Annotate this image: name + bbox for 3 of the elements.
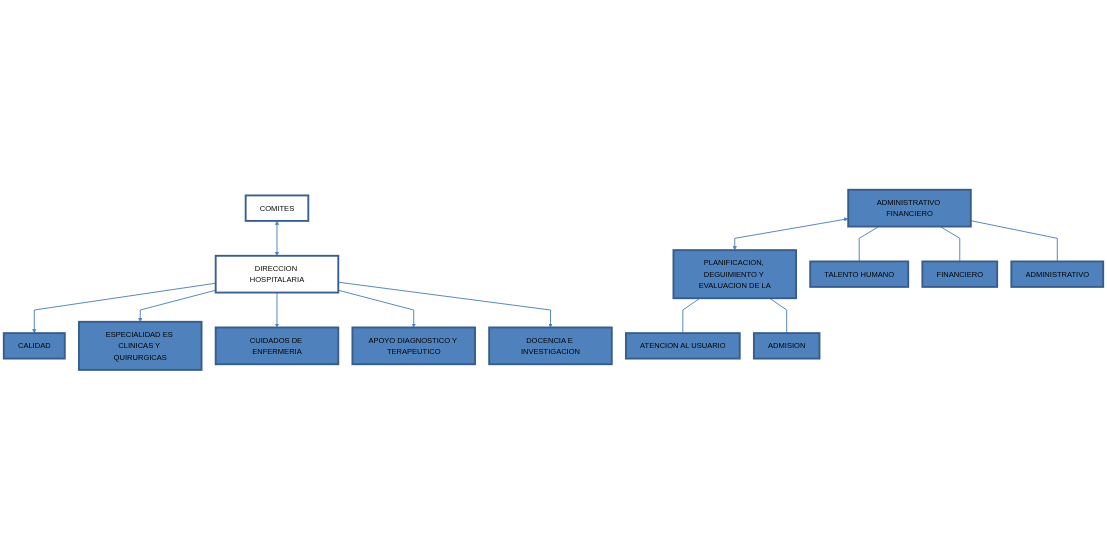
connector bbox=[970, 220, 1058, 263]
connector bbox=[682, 297, 701, 334]
connector bbox=[769, 297, 788, 334]
